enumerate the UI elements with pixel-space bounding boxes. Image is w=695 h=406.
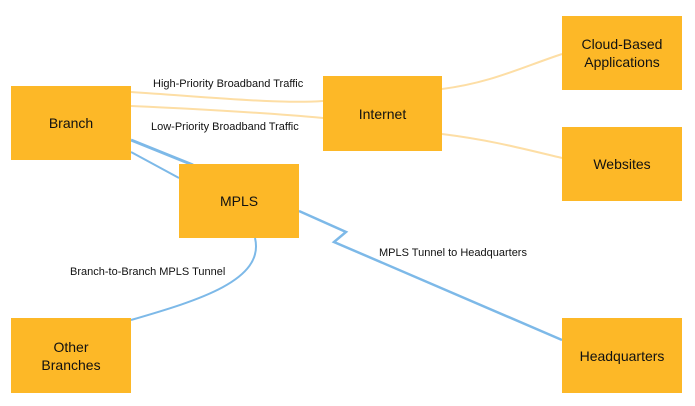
node-headquarters-label: Headquarters xyxy=(579,347,665,364)
node-branch[interactable]: Branch xyxy=(11,86,131,160)
node-cloud-label: Cloud-Based Applications xyxy=(581,36,663,70)
link-mpls-other-branches xyxy=(130,237,258,321)
node-branch-label: Branch xyxy=(48,115,94,131)
node-internet-label: Internet xyxy=(358,105,407,122)
node-cloud-applications[interactable]: Cloud-Based Applications xyxy=(562,16,682,90)
edge-label-branch-to-branch: Branch-to-Branch MPLS Tunnel xyxy=(70,266,226,278)
link-internet-websites xyxy=(441,133,563,159)
node-internet[interactable]: Internet xyxy=(323,76,442,151)
node-mpls-label: MPLS xyxy=(219,193,259,209)
edge-label-high-priority: High-Priority Broadband Traffic xyxy=(153,78,304,90)
link-branch-mpls-2 xyxy=(130,151,180,179)
node-websites-label: Websites xyxy=(593,156,651,172)
link-branch-internet-high xyxy=(130,91,324,103)
link-branch-internet-low xyxy=(130,105,324,119)
node-mpls[interactable]: MPLS xyxy=(179,164,299,238)
link-mpls-headquarters xyxy=(298,209,563,342)
node-headquarters[interactable]: Headquarters xyxy=(562,318,682,393)
link-internet-cloud xyxy=(441,53,563,90)
edge-label-low-priority: Low-Priority Broadband Traffic xyxy=(151,121,299,133)
node-other-branches[interactable]: Other Branches xyxy=(11,318,131,393)
node-websites[interactable]: Websites xyxy=(562,127,682,201)
link-branch-mpls-1 xyxy=(130,138,194,167)
edge-label-to-headquarters: MPLS Tunnel to Headquarters xyxy=(379,247,527,259)
node-other-branches-label: Other Branches xyxy=(41,338,101,373)
